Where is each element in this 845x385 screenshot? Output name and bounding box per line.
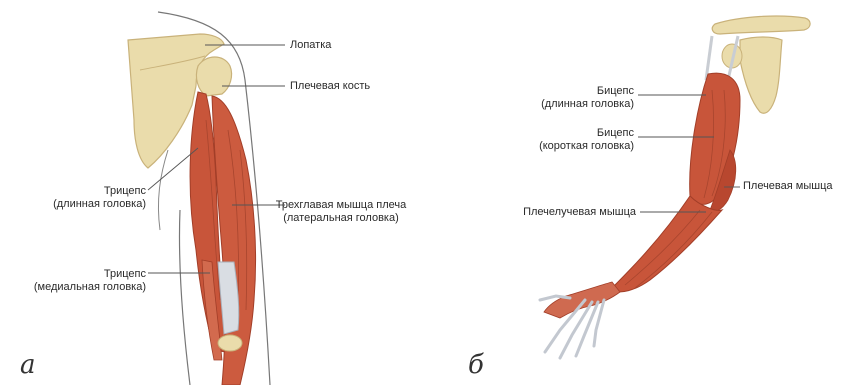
clavicle-bone: [712, 16, 810, 34]
label-line-1: Трицепс: [10, 185, 146, 198]
arm-outline-left: [179, 210, 190, 385]
label-biceps-short: Бицепс (короткая головка): [500, 127, 634, 153]
label-line-2: (длинная головка): [500, 98, 634, 111]
panel-letter-b: б: [468, 350, 484, 380]
label-line-1: Трехглавая мышца плеча: [266, 199, 416, 212]
olecranon: [218, 335, 242, 351]
label-brachialis: Плечевая мышца: [743, 180, 833, 193]
label-line-2: (медиальная головка): [6, 281, 146, 294]
label-humerus: Плечевая кость: [290, 80, 370, 93]
label-biceps-long: Бицепс (длинная головка): [500, 85, 634, 111]
humerus-head: [196, 57, 231, 96]
label-line-2: (короткая головка): [500, 140, 634, 153]
label-line-2: (длинная головка): [10, 198, 146, 211]
panel-letter-a: а: [20, 350, 36, 380]
label-scapula: Лопатка: [290, 39, 331, 52]
label-line-1: Трицепс: [6, 268, 146, 281]
label-triceps-lateral: Трехглавая мышца плеча (латеральная голо…: [266, 199, 416, 225]
label-line-2: (латеральная головка): [266, 212, 416, 225]
label-triceps-long: Трицепс (длинная головка): [10, 185, 146, 211]
label-line-1: Бицепс: [500, 85, 634, 98]
hand: [544, 282, 620, 318]
label-triceps-medial: Трицепс (медиальная головка): [6, 268, 146, 294]
label-line-1: Бицепс: [500, 127, 634, 140]
panel-a-illustration: [128, 12, 285, 385]
label-brachioradialis: Плечелучевая мышца: [490, 206, 636, 219]
arm-outline-inner: [158, 150, 168, 230]
scapula-bone-b: [740, 37, 782, 113]
